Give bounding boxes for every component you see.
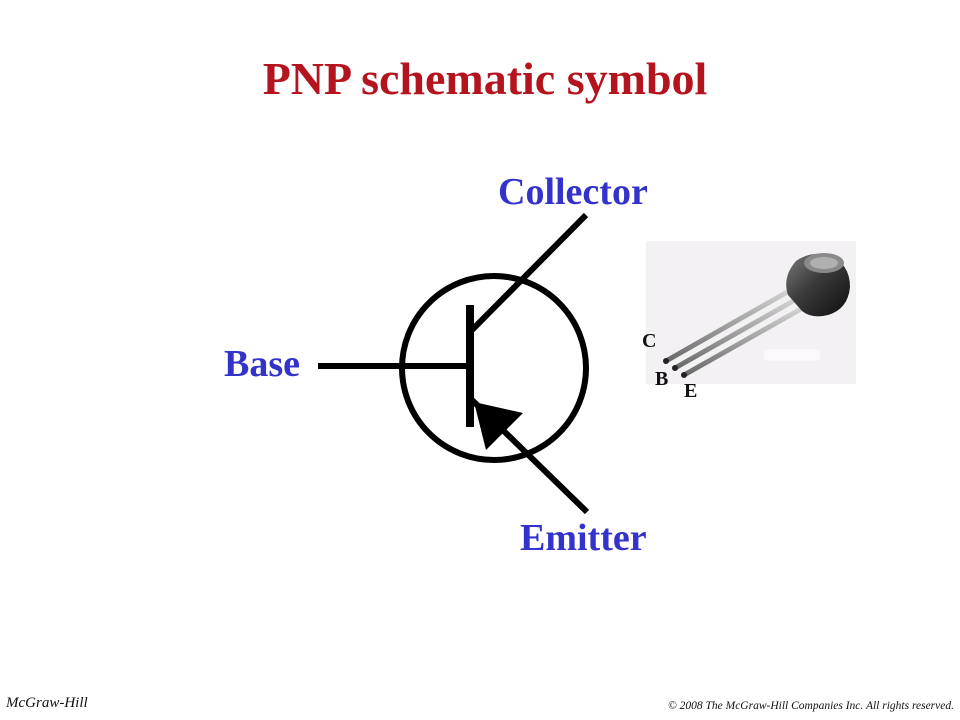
lead-b xyxy=(672,293,805,371)
collector-label: Collector xyxy=(498,171,648,213)
emitter-arrow xyxy=(474,402,523,450)
lead-e xyxy=(681,302,811,378)
collector-lead xyxy=(469,212,589,333)
slide-title: PNP schematic symbol xyxy=(262,53,708,104)
pin-label-b: B xyxy=(655,368,669,390)
footer-copyright: © 2008 The McGraw-Hill Companies Inc. Al… xyxy=(668,700,954,712)
to92-package-image xyxy=(663,253,850,378)
transistor-photo xyxy=(646,241,856,384)
pin-label-e: E xyxy=(684,380,698,402)
base-label: Base xyxy=(224,343,300,385)
pin-label-c: C xyxy=(642,330,657,352)
footer-publisher: McGraw-Hill xyxy=(6,695,88,711)
emitter-label: Emitter xyxy=(520,517,647,559)
lead-c xyxy=(663,284,799,364)
